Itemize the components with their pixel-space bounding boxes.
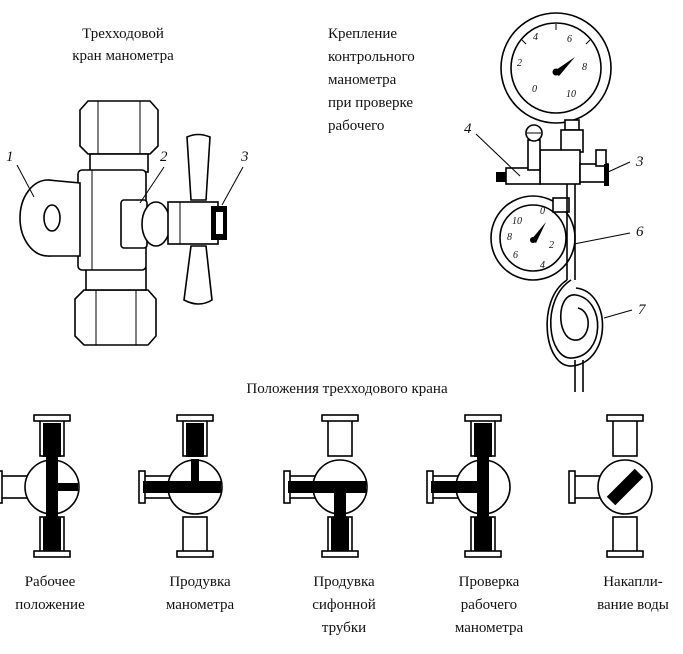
valve-position-symbol-2 xyxy=(138,414,223,558)
position-caption-4: Проверка рабочего манометра xyxy=(455,574,524,636)
gauge-mount-drawing xyxy=(475,12,633,392)
valve-position-symbol-1 xyxy=(0,414,80,558)
positions-title: Положения трехходового крана xyxy=(246,381,448,397)
mount-callout-4: 4 xyxy=(464,121,472,137)
position-caption-1: Рабочее положение xyxy=(15,574,85,613)
position-1-line2: положение xyxy=(15,597,85,613)
gauge-top-scale-2: 4 xyxy=(533,32,538,43)
gauge-top-scale-3: 6 xyxy=(567,34,572,45)
position-3-line3: трубки xyxy=(322,620,366,636)
position-caption-3: Продувка сифонной трубки xyxy=(312,574,376,636)
gauge-bottom-scale-1: 8 xyxy=(507,232,512,243)
gauge-bottom-scale-4: 2 xyxy=(549,240,554,251)
position-4-line2: рабочего xyxy=(461,597,517,613)
mount-title-line1: Крепление xyxy=(328,26,397,42)
gauge-bottom-scale-5: 0 xyxy=(540,206,545,217)
position-caption-5: Накапли- вание воды xyxy=(597,574,669,613)
mount-callout-6: 6 xyxy=(636,224,644,240)
position-caption-2: Продувка манометра xyxy=(166,574,235,613)
valve-callout-2: 2 xyxy=(160,149,168,165)
valve-callout-1: 1 xyxy=(6,149,14,165)
gauge-bottom-scale-0: 10 xyxy=(512,216,522,227)
gauge-top-scale-0: 0 xyxy=(532,84,537,95)
position-5-line2: вание воды xyxy=(597,597,669,613)
position-3-line1: Продувка xyxy=(313,574,375,590)
gauge-bottom-scale-3: 4 xyxy=(540,260,545,271)
position-4-line3: манометра xyxy=(455,620,524,636)
valve-position-symbol-4 xyxy=(426,414,511,558)
position-2-line2: манометра xyxy=(166,597,235,613)
position-2-line1: Продувка xyxy=(169,574,231,590)
gauge-top-scale-1: 2 xyxy=(517,58,522,69)
mount-title-line2: контрольного xyxy=(328,49,415,65)
mount-callout-3: 3 xyxy=(635,154,644,170)
valve-callout-3: 3 xyxy=(240,149,249,165)
valve-title-line1: Трехходовой xyxy=(82,26,164,42)
position-1-line1: Рабочее xyxy=(25,574,76,590)
mount-title-line3: манометра xyxy=(328,72,397,88)
position-3-line2: сифонной xyxy=(312,597,376,613)
valve-position-symbol-5 xyxy=(568,414,653,558)
position-symbols xyxy=(0,414,653,558)
valve-position-symbol-3 xyxy=(283,414,368,558)
position-4-line1: Проверка xyxy=(459,574,520,590)
gauge-bottom-scale-2: 6 xyxy=(513,250,518,261)
gauge-top-scale-4: 8 xyxy=(582,62,587,73)
mount-callout-7: 7 xyxy=(638,302,647,318)
valve-title-line2: кран манометра xyxy=(72,48,174,64)
three-way-valve-drawing xyxy=(16,100,244,346)
mount-title-line5: рабочего xyxy=(328,118,384,134)
gauge-top-scale-5: 10 xyxy=(566,89,576,100)
mount-title-line4: при проверке xyxy=(328,95,413,111)
position-5-line1: Накапли- xyxy=(603,574,663,590)
